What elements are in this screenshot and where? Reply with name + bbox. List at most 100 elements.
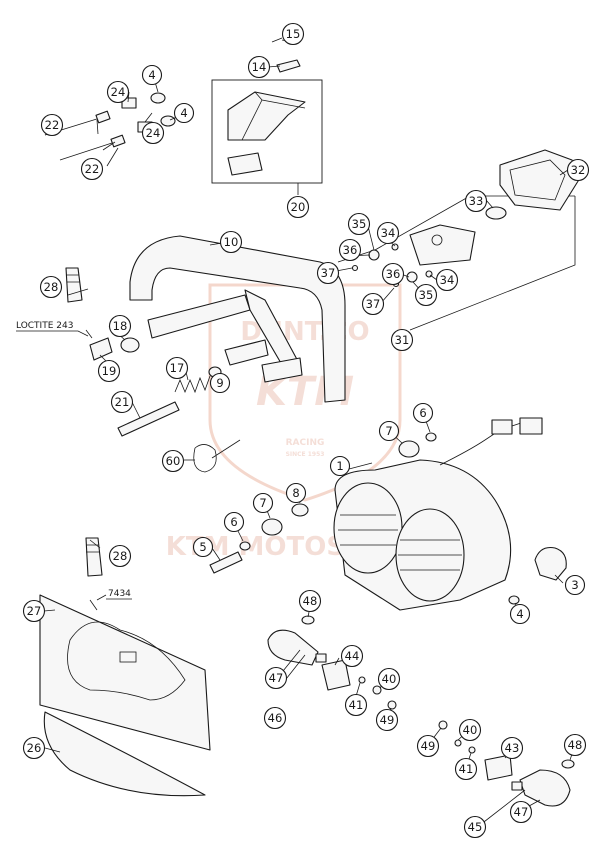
part-6-washer-bottom [239, 541, 251, 551]
callout-5: 5 [192, 536, 214, 558]
callout-34a: 34 [376, 221, 400, 245]
svg-text:20: 20 [291, 200, 306, 214]
callout-36a: 36 [338, 238, 362, 262]
part-45-indicator-right [519, 769, 571, 807]
svg-text:35: 35 [419, 288, 434, 302]
svg-text:48: 48 [568, 738, 583, 752]
callout-15: 15 [281, 22, 305, 46]
svg-text:28: 28 [113, 549, 128, 563]
svg-text:4: 4 [148, 68, 155, 82]
callout-49b: 49 [416, 734, 440, 758]
svg-text:24: 24 [146, 126, 161, 140]
svg-text:47: 47 [514, 805, 529, 819]
svg-text:7: 7 [385, 424, 392, 438]
callout-35b: 35 [414, 283, 438, 307]
callout-18: 18 [108, 314, 132, 338]
part-20-bracket [227, 152, 263, 176]
svg-text:28: 28 [44, 280, 59, 294]
headlight-wiring [439, 419, 531, 466]
svg-text:15: 15 [286, 27, 301, 41]
svg-text:18: 18 [113, 319, 128, 333]
svg-text:33: 33 [469, 194, 484, 208]
part-4-bulb [508, 595, 520, 605]
part-32-taillight [499, 149, 581, 211]
callout-19: 19 [97, 359, 121, 383]
callout-6b: 6 [223, 511, 245, 533]
svg-text:9: 9 [216, 376, 223, 390]
part-18-sleeve [120, 337, 140, 353]
svg-text:19: 19 [102, 364, 117, 378]
callout-9: 9 [209, 372, 231, 394]
callout-27: 27 [22, 599, 46, 623]
svg-text:21: 21 [115, 395, 130, 409]
callout-32: 32 [566, 158, 590, 182]
part-60-cable-tie [193, 439, 241, 473]
callout-26: 26 [22, 736, 46, 760]
callout-20: 20 [286, 195, 310, 219]
svg-text:LOCTITE 243: LOCTITE 243 [16, 321, 73, 331]
svg-text:32: 32 [571, 163, 586, 177]
callout-28b: 28 [108, 544, 132, 568]
callout-40a: 40 [377, 667, 401, 691]
callout-22a: 22 [40, 113, 64, 137]
svg-text:6: 6 [419, 406, 426, 420]
watermark-shield [208, 283, 402, 502]
svg-text:35: 35 [352, 217, 367, 231]
part-15-screw [271, 37, 283, 43]
callout-35a: 35 [347, 212, 371, 236]
part-7-grommet-bottom [261, 518, 283, 536]
callout-24b: 24 [141, 121, 165, 145]
svg-text:37: 37 [366, 297, 381, 311]
part-6-washer-top [425, 432, 437, 442]
svg-text:49: 49 [380, 713, 395, 727]
callout-49a: 49 [375, 708, 399, 732]
svg-text:26: 26 [27, 741, 42, 755]
part-17-spring [174, 375, 211, 394]
callout-17: 17 [165, 356, 189, 380]
svg-text:40: 40 [463, 723, 478, 737]
callout-41a: 41 [344, 693, 368, 717]
callout-34b: 34 [435, 268, 459, 292]
svg-text:46: 46 [268, 711, 283, 725]
part-8-spacer [291, 503, 309, 517]
watermark-racing-text: RACING [286, 438, 325, 448]
svg-text:24: 24 [111, 85, 126, 99]
svg-text:27: 27 [27, 604, 42, 618]
svg-text:7: 7 [259, 496, 266, 510]
part-20-kit-box [211, 79, 323, 184]
svg-text:3: 3 [571, 578, 578, 592]
part-5-bolt [209, 551, 243, 574]
part-33-bulb [485, 206, 507, 220]
callout-24a: 24 [106, 80, 130, 104]
headlight-left-lens [333, 482, 403, 574]
callout-22b: 22 [80, 157, 104, 181]
part-7-grommet-top [398, 440, 420, 458]
svg-text:45: 45 [468, 820, 483, 834]
part-20-cover [227, 91, 306, 141]
svg-text:14: 14 [252, 60, 267, 74]
callout-4b: 4 [173, 102, 195, 124]
svg-text:1: 1 [336, 459, 343, 473]
callout-46: 46 [263, 706, 287, 730]
callout-40b: 40 [458, 718, 482, 742]
svg-text:22: 22 [85, 162, 100, 176]
callout-7a: 7 [378, 420, 400, 442]
callout-36b: 36 [381, 262, 405, 286]
callout-37b: 37 [361, 292, 385, 316]
callout-4a: 4 [141, 64, 163, 86]
callout-14: 14 [247, 55, 271, 79]
callout-45: 45 [463, 815, 487, 839]
callout-3: 3 [564, 574, 586, 596]
svg-text:34: 34 [381, 226, 396, 240]
svg-text:44: 44 [345, 649, 360, 663]
svg-text:40: 40 [382, 672, 397, 686]
svg-text:22: 22 [45, 118, 60, 132]
svg-text:48: 48 [303, 594, 318, 608]
code-7434-note: 7434 [106, 589, 132, 600]
part-46-indicator-left [267, 629, 319, 666]
svg-text:6: 6 [230, 515, 237, 529]
svg-text:41: 41 [459, 762, 474, 776]
part-21-bolt [117, 401, 180, 437]
part-43-bracket-right [484, 754, 513, 781]
